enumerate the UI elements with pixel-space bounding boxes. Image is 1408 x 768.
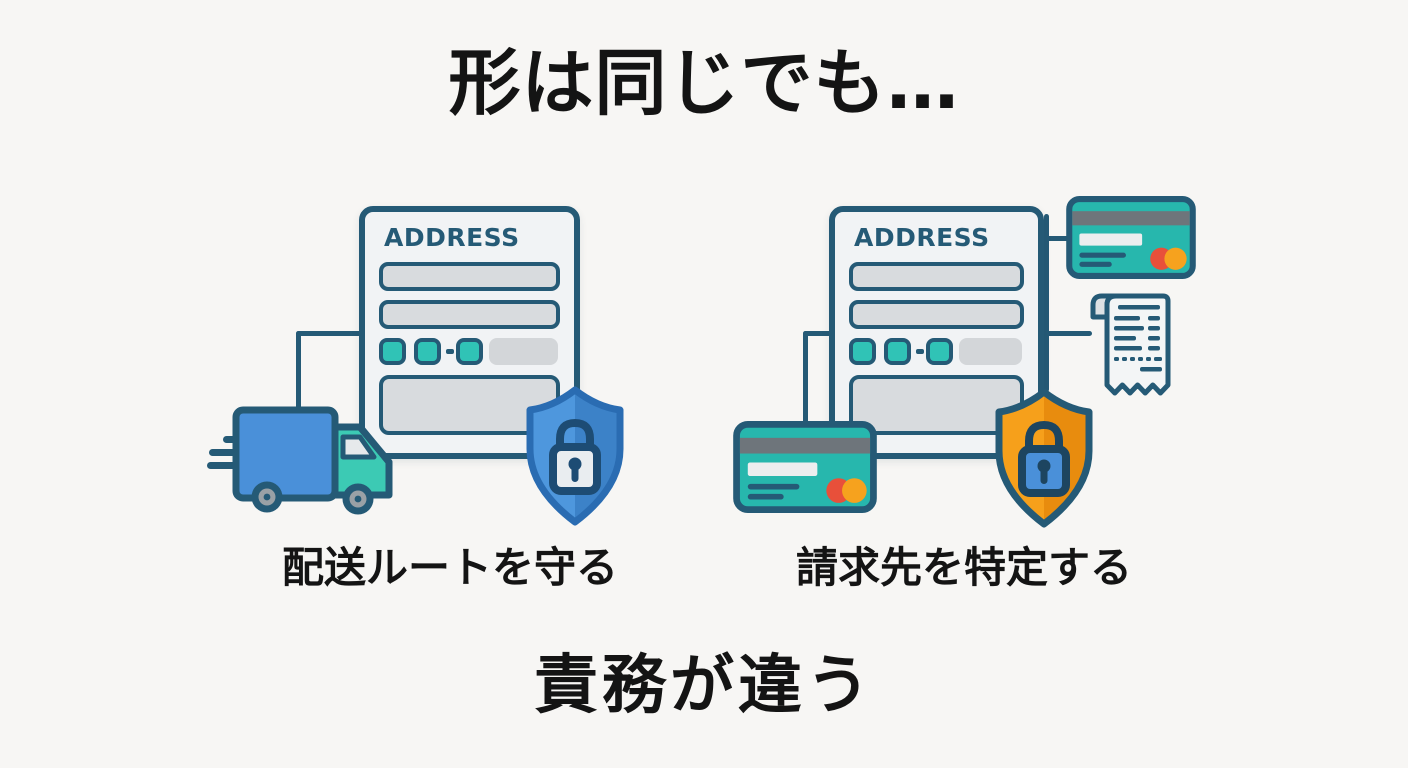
address-form-right: ADDRESS [829,206,1044,459]
address-line-field [849,300,1024,329]
receipt-icon [1090,293,1171,396]
shield-lock-blue-icon [526,386,624,526]
postal-code-box [926,338,953,365]
right-connector-card [1042,236,1072,241]
address-line-field [849,262,1024,291]
postal-code-dash [916,349,924,354]
receipt-paper [1104,293,1171,396]
right-connector-horizontal [803,331,833,336]
left-connector-vertical [296,331,301,419]
address-textarea [849,375,1024,435]
card-stripe [1072,211,1190,226]
truck-wheel [251,481,283,513]
credit-card-icon [1066,196,1196,279]
page-title: 形は同じでも… [448,41,960,125]
postal-code-box [456,338,483,365]
right-connector-vertical [1044,214,1049,392]
padlock-shackle [556,418,594,449]
delivery-truck-icon [207,406,393,515]
postal-code-box [884,338,911,365]
truck-cargo-box [232,406,339,502]
card-signature-box [1079,233,1143,246]
postal-code-box [414,338,441,365]
address-form-title: ADDRESS [384,223,520,252]
postal-code-field [489,338,558,365]
right-caption: 請求先を特定する [795,543,1132,592]
card-stripe [739,437,871,454]
address-form-title: ADDRESS [854,223,990,252]
receipt-lines [1114,305,1162,372]
postal-code-box [379,338,406,365]
address-line-field [379,262,560,291]
conclusion-text: 責務が違う [534,649,874,723]
postal-code-dash [446,349,454,354]
left-caption: 配送ルートを守る [281,543,618,592]
postal-code-field [959,338,1022,365]
card-signature-box [747,462,818,476]
shield-lock-orange-icon [995,388,1093,528]
credit-card-icon [733,421,877,513]
left-connector-horizontal [296,331,364,336]
padlock-shackle [1025,420,1063,451]
right-connector-down [803,331,808,426]
address-line-field [379,300,560,329]
right-connector-receipt [1044,331,1092,336]
truck-wheel [342,483,374,515]
postal-code-box [849,338,876,365]
truck-window [340,434,377,460]
